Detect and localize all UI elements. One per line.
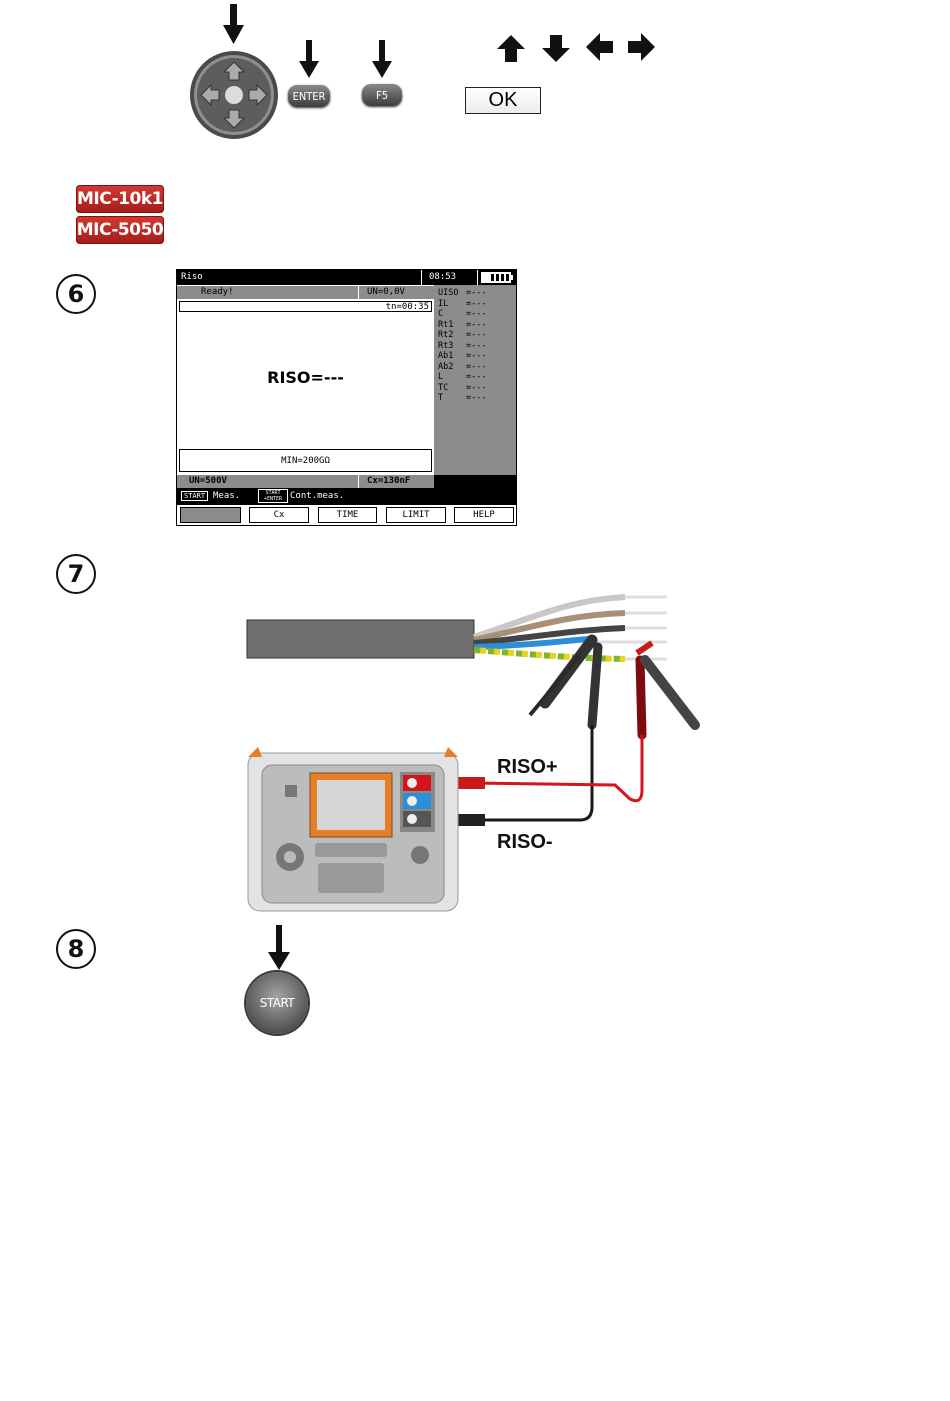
parameter-name: Rt1 [438, 320, 466, 330]
parameter-value: =--- [466, 320, 486, 330]
up-arrow-icon [496, 33, 526, 63]
main-reading: RISO=--- [177, 368, 434, 387]
parameter-name: Rt2 [438, 330, 466, 340]
parameter-name: L [438, 372, 466, 382]
parameter-value: =--- [466, 330, 486, 340]
model-badge-mic-10k1: MIC-10k1 [76, 185, 164, 213]
softkey-1[interactable] [180, 507, 241, 523]
down-arrow-icon [266, 925, 292, 971]
status-bar: Ready! UN=0,0V [177, 286, 434, 299]
left-arrow-icon [584, 32, 614, 62]
display-title: Riso [181, 272, 203, 282]
parameter-value: =--- [466, 372, 486, 382]
down-arrow-icon [296, 40, 322, 80]
settings-bar: UN=500V Cx=130nF [177, 475, 434, 488]
parameter-name: T [438, 393, 466, 403]
parameter-row: Ab1=--- [438, 351, 486, 361]
parameter-name: Ab1 [438, 351, 466, 361]
voltage-reading: UN=0,0V [367, 287, 405, 297]
parameter-value: =--- [466, 383, 486, 393]
capacitance-setting: Cx=130nF [367, 476, 410, 486]
start-button-label: START [260, 996, 295, 1010]
parameter-row: T=--- [438, 393, 486, 403]
limit-field: MIN=200GΩ [179, 449, 432, 472]
parameter-row: IL=--- [438, 299, 486, 309]
battery-icon [481, 272, 513, 283]
step-number: 7 [56, 554, 96, 594]
softkey-cx[interactable]: Cx [249, 507, 309, 523]
limit-reading: MIN=200GΩ [281, 456, 330, 466]
parameter-name: TC [438, 383, 466, 393]
test-voltage-setting: UN=500V [189, 476, 227, 486]
down-arrow-icon [541, 33, 571, 63]
start-button[interactable]: START [246, 972, 308, 1034]
enter-key[interactable]: ENTER [288, 85, 330, 107]
right-arrow-icon [626, 32, 656, 62]
parameter-panel: UISO=---IL=---C=---Rt1=---Rt2=---Rt3=---… [434, 285, 517, 475]
parameter-name: C [438, 309, 466, 319]
display-title-bar: Riso 08:53 [177, 270, 516, 285]
parameter-row: L=--- [438, 372, 486, 382]
display-time: 08:53 [429, 272, 456, 282]
parameter-row: Ab2=--- [438, 362, 486, 372]
parameter-name: Rt3 [438, 341, 466, 351]
arrow-pad[interactable] [189, 50, 279, 140]
down-arrow-icon [369, 40, 395, 80]
parameter-row: UISO=--- [438, 288, 486, 298]
insulation-meter [248, 747, 458, 911]
parameter-name: Ab2 [438, 362, 466, 372]
parameter-value: =--- [466, 362, 486, 372]
start-enter-action-hint: Cont.meas. [290, 491, 344, 501]
parameter-value: =--- [466, 393, 486, 403]
parameter-row: C=--- [438, 309, 486, 319]
step-number: 6 [56, 274, 96, 314]
softkey-help[interactable]: HELP [454, 507, 514, 523]
meter-display: Riso 08:53 Ready! UN=0,0V tn=00:35 RISO=… [176, 269, 517, 526]
parameter-value: =--- [466, 288, 486, 298]
parameter-value: =--- [466, 309, 486, 319]
time-field: tn=00:35 [179, 301, 432, 312]
parameter-value: =--- [466, 351, 486, 361]
parameter-row: TC=--- [438, 383, 486, 393]
parameter-value: =--- [466, 341, 486, 351]
model-badge-mic-5050: MIC-5050 [76, 216, 164, 244]
step-number: 8 [56, 929, 96, 969]
status-text: Ready! [201, 287, 234, 297]
start-enter-key-hint: START +ENTER [258, 489, 288, 503]
parameter-row: Rt1=--- [438, 320, 486, 330]
riso-minus-label: RISO- [497, 831, 553, 853]
parameter-row: Rt2=--- [438, 330, 486, 340]
riso-plus-label: RISO+ [497, 756, 558, 778]
ok-button[interactable]: OK [465, 87, 541, 114]
softkey-limit[interactable]: LIMIT [386, 507, 446, 523]
start-action-hint: Meas. [213, 491, 240, 501]
start-key-hint: START [181, 491, 208, 501]
f5-key[interactable]: F5 [362, 84, 402, 106]
parameter-name: UISO [438, 288, 466, 298]
cable [247, 597, 667, 659]
hint-bar: START Meas. START +ENTER Cont.meas. [177, 488, 516, 505]
parameter-name: IL [438, 299, 466, 309]
time-reading: tn=00:35 [386, 302, 429, 312]
red-crocodile-clip [637, 643, 695, 735]
softkey-time[interactable]: TIME [318, 507, 377, 523]
parameter-row: Rt3=--- [438, 341, 486, 351]
connection-diagram: RISO+ RISO- [240, 585, 720, 915]
parameter-value: =--- [466, 299, 486, 309]
